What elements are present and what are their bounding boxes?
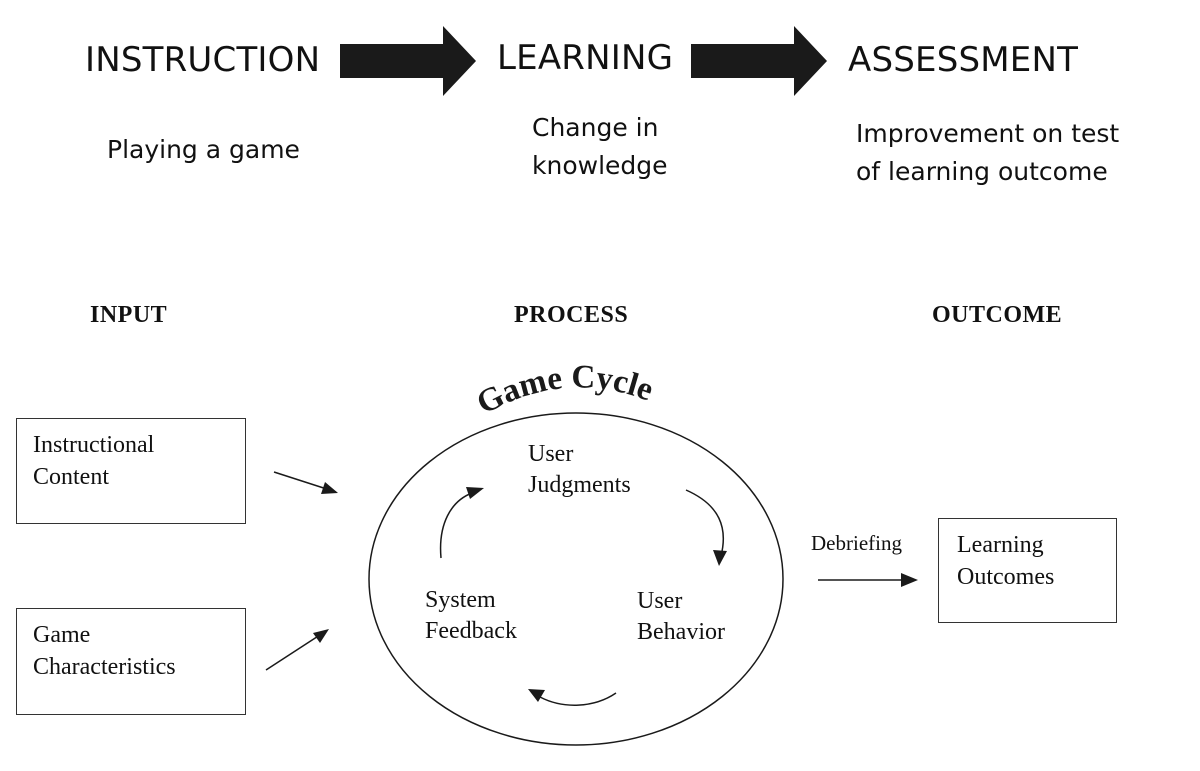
stage-heading-assessment: ASSESSMENT [848,40,1079,80]
outcome-box-learning-outcomes: Learning Outcomes [938,518,1117,623]
arrowhead-behavior-to-feedback [528,689,545,702]
stage-description-learning: Change in knowledge [532,109,668,185]
stage-heading-learning: LEARNING [497,38,674,78]
box-line: Learning [957,532,1044,558]
description-line: of learning outcome [856,157,1108,186]
arrow-game-characteristics-to-cycle [265,630,327,671]
cycle-arrow-feedback-to-judgments [439,492,473,559]
cycle-arrow-behavior-to-feedback [539,692,617,706]
column-heading-input: INPUT [90,302,168,328]
column-heading-process: PROCESS [514,302,629,328]
block-arrow-learning-to-assessment [691,26,827,96]
node-line: Feedback [425,618,517,644]
box-line: Instructional [33,432,155,458]
node-line: User [637,588,683,614]
box-line: Content [33,464,109,490]
cycle-node-system-feedback: System Feedback [425,585,517,647]
stage-heading-instruction: INSTRUCTION [85,40,321,80]
description-line: Improvement on test [856,119,1120,148]
game-cycle-title: Game Cycle [471,359,658,422]
cycle-arrow-judgments-to-behavior [685,489,725,557]
column-heading-outcome: OUTCOME [932,302,1063,328]
node-line: Behavior [637,619,725,645]
arrowhead-feedback-to-judgments [466,487,484,499]
box-line: Characteristics [33,654,176,680]
stage-description-instruction: Playing a game [107,131,300,169]
node-line: System [425,587,496,613]
description-line: knowledge [532,151,668,180]
input-box-instructional-content: Instructional Content [16,418,246,524]
block-arrow-instruction-to-learning [340,26,476,96]
game-cycle-ellipse [368,412,784,746]
node-line: Judgments [528,472,631,498]
description-line: Playing a game [107,135,300,164]
debriefing-label: Debriefing [811,531,902,555]
cycle-node-user-judgments: User Judgments [528,439,631,501]
box-line: Game [33,622,91,648]
arrowhead-judgments-to-behavior [713,550,727,566]
input-box-game-characteristics: Game Characteristics [16,608,246,715]
arrowhead-instructional-content [321,482,338,494]
description-line: Change in [532,113,659,142]
box-line: Outcomes [957,564,1055,590]
cycle-node-user-behavior: User Behavior [637,586,725,648]
arrowhead-game-characteristics [313,629,329,643]
stage-description-assessment: Improvement on test of learning outcome [856,115,1119,191]
arrowhead-debriefing [901,573,918,587]
node-line: User [528,441,574,467]
